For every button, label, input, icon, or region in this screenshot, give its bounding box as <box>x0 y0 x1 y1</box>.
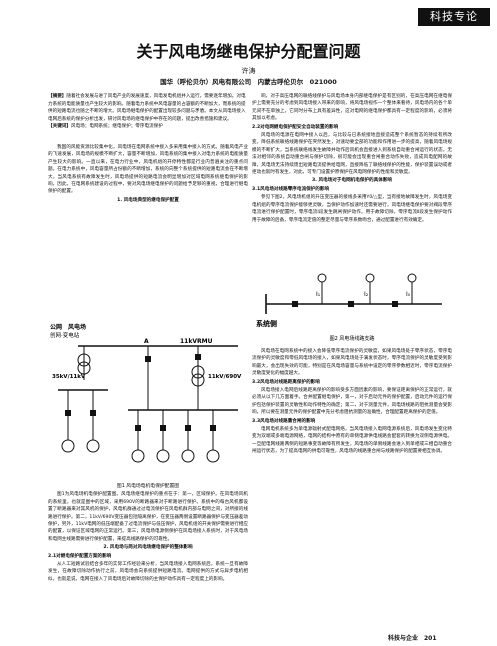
abstract: 【摘要】随着社会发展与进了风电产业的发展速度，风电发电机组并入运行，需要逐年增加… <box>48 93 248 131</box>
section-3-2-heading: 3.2风电场对线路距离保护的影响 <box>252 379 320 385</box>
right-paragraph-2: 风电场的电源在电网中接入以后，与比较与已系统接地直接造成整个系统暂态的持续有所改… <box>252 133 452 176</box>
keywords: 风电场；电网系统；继电保护；零序电流保护 <box>70 124 163 130</box>
fig2-current-0: I₀ <box>406 291 411 298</box>
fig1-node-a: A <box>144 338 149 345</box>
page-footer: 科技与企业 201 <box>388 635 437 642</box>
section-3-3-heading: 3.3风电场对线路重合闸的影响 <box>252 418 316 424</box>
section-2-1-heading: 2.1对继电保护配置方案的影响 <box>48 553 112 559</box>
right-column-top: 响，对于高压电网的联络线保护与风电场本身内部继电保护是有区别的，在高压电网在继电… <box>252 93 452 225</box>
section-3-heading: 3. 风电场对于电网机电保护的具体影响 <box>311 178 393 184</box>
fig2-system-label: 系统侧 <box>256 319 277 328</box>
right-paragraph-3: 参见下图2，风电场机组的升压变压器的接线多采用Y0/△型，当有接地故障发生时，风… <box>252 195 452 223</box>
section-2-heading: 2. 风电场与两对风电场继电保护的整体影响 <box>103 545 193 551</box>
keywords-label: 【关键词】 <box>48 124 71 130</box>
fig1-station-label: 创网·变电站 <box>50 331 80 339</box>
section-2-2-heading: 2.2对电网继电保护配安全自动装置的影响 <box>252 124 339 130</box>
article-title: 关于风电场继电保护分配置问题 <box>136 42 361 61</box>
fig1-voltage-1: 11kVRMU <box>180 338 213 345</box>
body-paragraph-2: 从人工短路试验结合多年的实际工作经验来分析，当风电场接入电网系统后，系统一旦有故… <box>48 562 248 582</box>
affiliation: 国华（呼伦贝尔）风电有限公司 内蒙古呼伦贝尔 021000 <box>160 78 337 86</box>
fig1-voltage-3: 11kV/690V <box>208 374 242 380</box>
section-1-heading: 1. 风电场典型的继电保护配置 <box>117 197 179 203</box>
intro-paragraph: 我国的风能资源比较集中化，风电场在电网系统中接入多采用集中接入的方式。随着风电产… <box>48 145 248 195</box>
figure-2-diagram: I₁ I₂ I₀ 系统侧 图2 风电场线路支路 <box>256 273 442 342</box>
right-paragraph-5: 风电场接入电网后线路距离保护的影响受多方面因素的影响，要保证距离保护的正常运行，… <box>252 388 452 416</box>
section-badge: 科技专论 <box>418 8 490 26</box>
fig2-current-2: I₂ <box>364 291 369 298</box>
left-column-bottom: 图1 风电场电机电保护配置图 图1为风电场机电保护配置图。风电场继电保护的重点在… <box>48 482 248 584</box>
fig2-current-1: I₁ <box>316 291 321 298</box>
figure-2-caption: 图2 风电场线路支路 <box>330 335 375 342</box>
fig1-grid-label: 公网 风电场 <box>50 323 86 331</box>
figure-1-diagram: 公网 风电场 创网·变电站 A 11kVRMU 35kV/11kV 11kV/6… <box>50 323 242 463</box>
author: 许涛 <box>241 67 256 75</box>
right-column-bottom: 风电场在电网系统中的接入会降低零序电流保护的灵敏度，如果风电场处于零序状态，零序… <box>252 348 452 457</box>
left-column-top: 我国的风能资源比较集中化，风电场在电网系统中接入多采用集中接入的方式。随着风电产… <box>48 144 248 205</box>
right-paragraph-6: 电网电机系统多为单电源辐射式配电网络，当风电场接入电网电源系统后，风电场发生变化… <box>252 427 452 455</box>
abstract-text: 随着社会发展与进了风电产业的发展速度，风电发电机组并入运行，需要逐年增加。对电力… <box>48 94 246 122</box>
right-paragraph-4: 风电场在电网系统中的接入会降低零序电流保护的灵敏度，如果风电场处于零序状态，零序… <box>252 349 452 377</box>
section-3-1-heading: 3.1风电场对线路零序电流保护的影响 <box>252 186 330 192</box>
abstract-label: 【摘要】 <box>48 94 67 99</box>
body-paragraph-1: 图1为风电场机电保护配置图。风电场继电保护的重点在于：第一，区域保护。在风电场风… <box>48 492 248 542</box>
figure-1-caption: 图1 风电场电机电保护配置图 <box>116 484 180 489</box>
right-paragraph-1: 响，对于高压电网的联络线保护与风电场本身内部继电保护是有区别的，在高压电网在继电… <box>252 94 452 122</box>
fig1-voltage-2: 35kV/11kV <box>52 374 86 380</box>
